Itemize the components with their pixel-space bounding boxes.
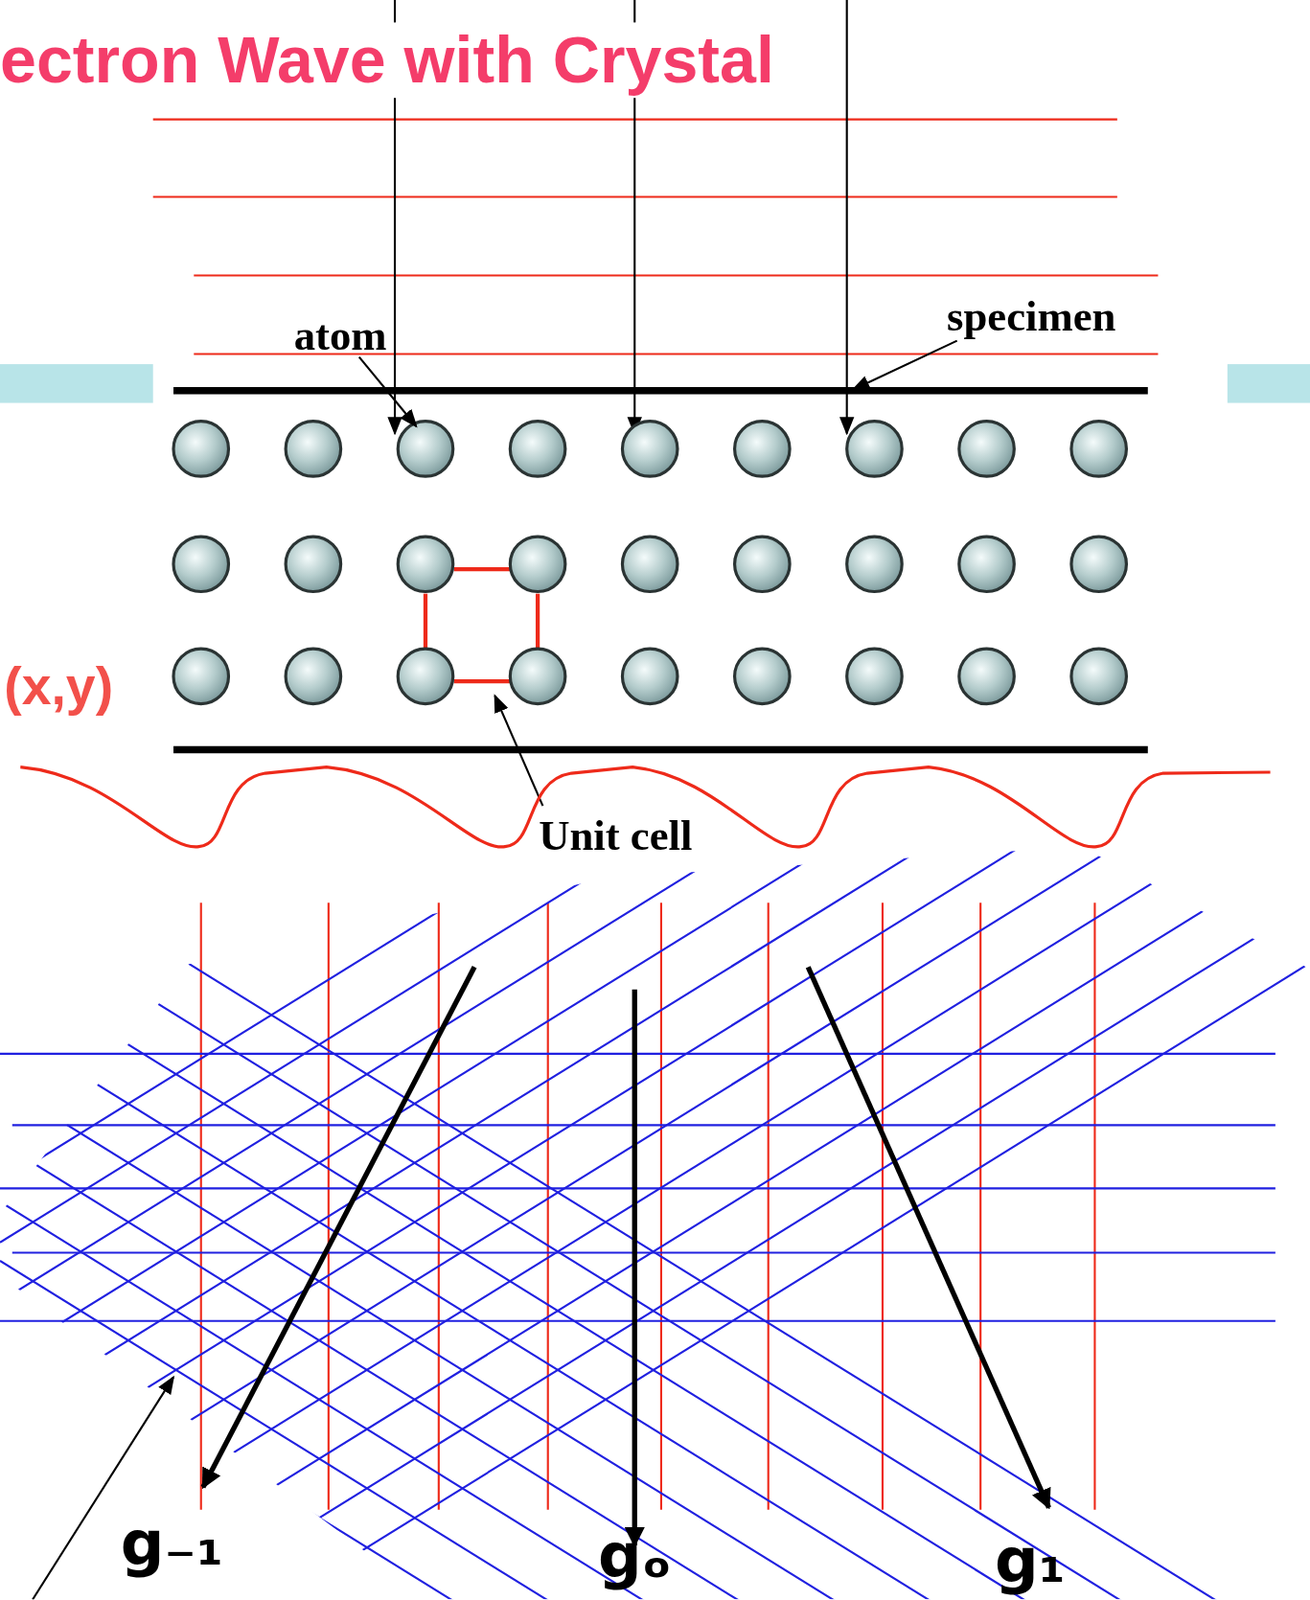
wave-front	[0, 905, 1310, 1600]
diffracted-beam	[203, 966, 475, 1488]
wave-front	[0, 1438, 1310, 1600]
beam-label: g₁	[994, 1525, 1066, 1598]
atom-symbol	[1071, 648, 1127, 704]
wave-front	[0, 666, 1310, 1480]
panel-bar	[0, 364, 154, 403]
diffracted-waves	[0, 370, 1310, 1600]
leader-line	[359, 357, 417, 427]
atom-symbol	[397, 648, 453, 704]
wave-front	[12, 1251, 1276, 1254]
atom-label: atom	[294, 311, 388, 361]
atom-symbol	[735, 648, 790, 704]
unit-cell-edge	[423, 594, 428, 656]
beam-label: gₒ	[597, 1519, 672, 1592]
unit-cell-edge	[535, 594, 540, 656]
atom-symbol	[397, 536, 453, 592]
atom-symbol	[285, 421, 341, 477]
atom-symbol	[1071, 421, 1127, 477]
wave-front	[0, 1261, 1310, 1600]
atom-symbol	[621, 421, 677, 477]
atom-symbol	[959, 421, 1014, 477]
atom-symbol	[621, 536, 677, 592]
wave-front	[547, 902, 550, 1510]
unit-cell-edge	[454, 679, 513, 684]
atom-symbol	[285, 536, 341, 592]
crystal	[20, 341, 1270, 848]
wave-front	[0, 1083, 1310, 1600]
atom-symbol	[621, 648, 677, 704]
atom-symbol	[397, 421, 453, 477]
incident-wave	[0, 0, 1310, 434]
wave-front	[0, 963, 1310, 1600]
incident-ray	[846, 0, 849, 434]
wave-front	[0, 489, 1310, 1303]
atom-symbol	[847, 648, 902, 704]
wave-front	[0, 430, 1310, 1243]
wave-front	[1093, 902, 1096, 1510]
atom-symbol	[173, 648, 229, 704]
wave-front	[0, 1142, 1310, 1600]
atom-symbol	[509, 421, 565, 477]
atom-symbol	[735, 536, 790, 592]
title: ectron Wave with Crystal	[0, 22, 775, 98]
wave-front	[0, 1053, 1276, 1056]
wave-front	[0, 903, 1310, 1600]
unit-cell-edge	[454, 567, 513, 572]
wave-front	[979, 902, 982, 1510]
beam-label: g₋₁	[120, 1508, 224, 1581]
wave-front	[0, 607, 1310, 1421]
atom-symbol	[1071, 536, 1127, 592]
atom-symbol	[735, 421, 790, 477]
wavefunction-label: (x,y)	[3, 655, 114, 717]
atom-symbol	[509, 536, 565, 592]
diffracted-beam	[807, 966, 1049, 1508]
wave-front	[0, 1024, 1310, 1600]
diffracted-beam	[632, 989, 638, 1546]
wave-front	[0, 370, 1310, 1184]
wave-front	[0, 1187, 1276, 1190]
wave-front	[0, 785, 1310, 1599]
wave-front	[327, 902, 330, 1510]
wave-fronts	[0, 370, 1310, 1600]
wave-front	[0, 726, 1310, 1540]
wave-front	[193, 274, 1158, 276]
atom-symbol	[959, 648, 1014, 704]
atom-symbol	[847, 536, 902, 592]
atom-symbol	[509, 648, 565, 704]
panel-bar	[1227, 364, 1310, 403]
specimen-label: specimen	[946, 292, 1116, 342]
wave-front	[0, 847, 1310, 1600]
wave-front	[767, 902, 770, 1510]
wave-front	[660, 902, 663, 1510]
wave-front	[12, 1124, 1276, 1127]
specimen-surface	[173, 387, 1149, 394]
wave-front	[0, 1201, 1310, 1600]
wave-front	[200, 902, 203, 1510]
leader-line	[494, 695, 543, 806]
wave-front	[0, 1378, 1310, 1600]
wave-front	[0, 549, 1310, 1362]
unit-cell-label: Unit cell	[538, 810, 692, 860]
atom-symbol	[173, 421, 229, 477]
leader-line	[852, 341, 958, 391]
wave-front	[0, 844, 1310, 1600]
atom-symbol	[847, 421, 902, 477]
atom-symbol	[285, 648, 341, 704]
wave-front	[0, 1320, 1310, 1600]
atom-symbol	[959, 536, 1014, 592]
atom-symbol	[173, 536, 229, 592]
wave-front	[0, 965, 1310, 1600]
specimen-surface	[173, 746, 1149, 754]
wave-front	[881, 902, 884, 1510]
